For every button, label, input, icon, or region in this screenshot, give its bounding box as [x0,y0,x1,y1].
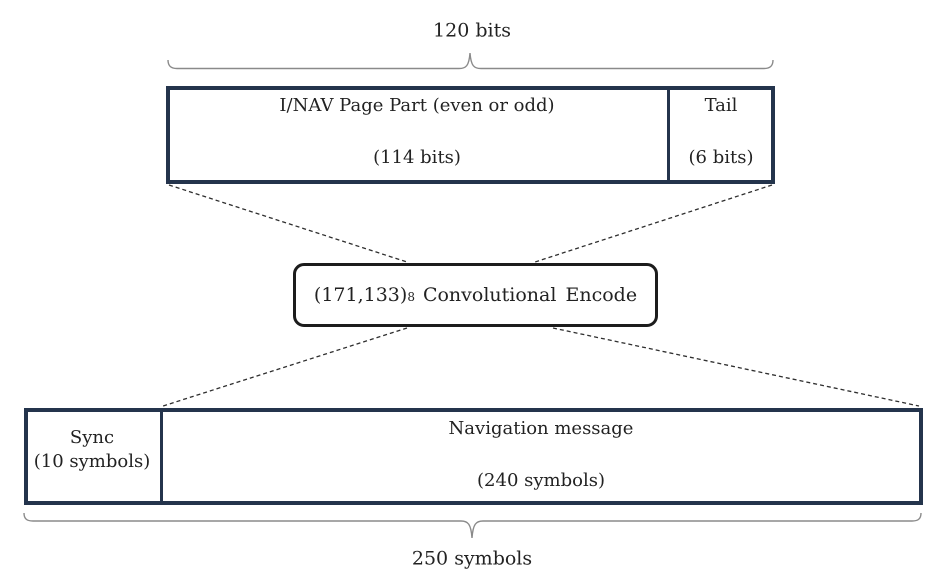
input-box-divider [667,90,670,180]
connector-bottomright [552,327,920,407]
output-box-divider [160,412,163,501]
output-symbols-box [24,408,923,505]
connector-topright [534,184,773,263]
sync-size: (10 symbols) [33,451,151,472]
inav-page-part-size: (114 bits) [373,147,461,168]
navigation-message-title: Navigation message [448,418,634,439]
sync-title: Sync [69,427,115,448]
encoder-name: Convolutional Encode [422,284,638,306]
connector-topleft [168,184,408,263]
bottom-brace-label: 250 symbols [411,547,533,570]
tail-title: Tail [704,95,738,116]
input-bits-box [166,86,775,184]
encoder-polynomials: (171,133) [313,284,408,306]
tail-size: (6 bits) [688,147,754,168]
inav-page-part-title: I/NAV Page Part (even or odd) [279,95,555,116]
bottom-brace [23,512,922,539]
navigation-message-size: (240 symbols) [477,470,605,491]
top-brace-label: 120 bits [433,19,511,42]
connector-bottomleft [162,327,408,407]
top-brace [167,52,774,70]
